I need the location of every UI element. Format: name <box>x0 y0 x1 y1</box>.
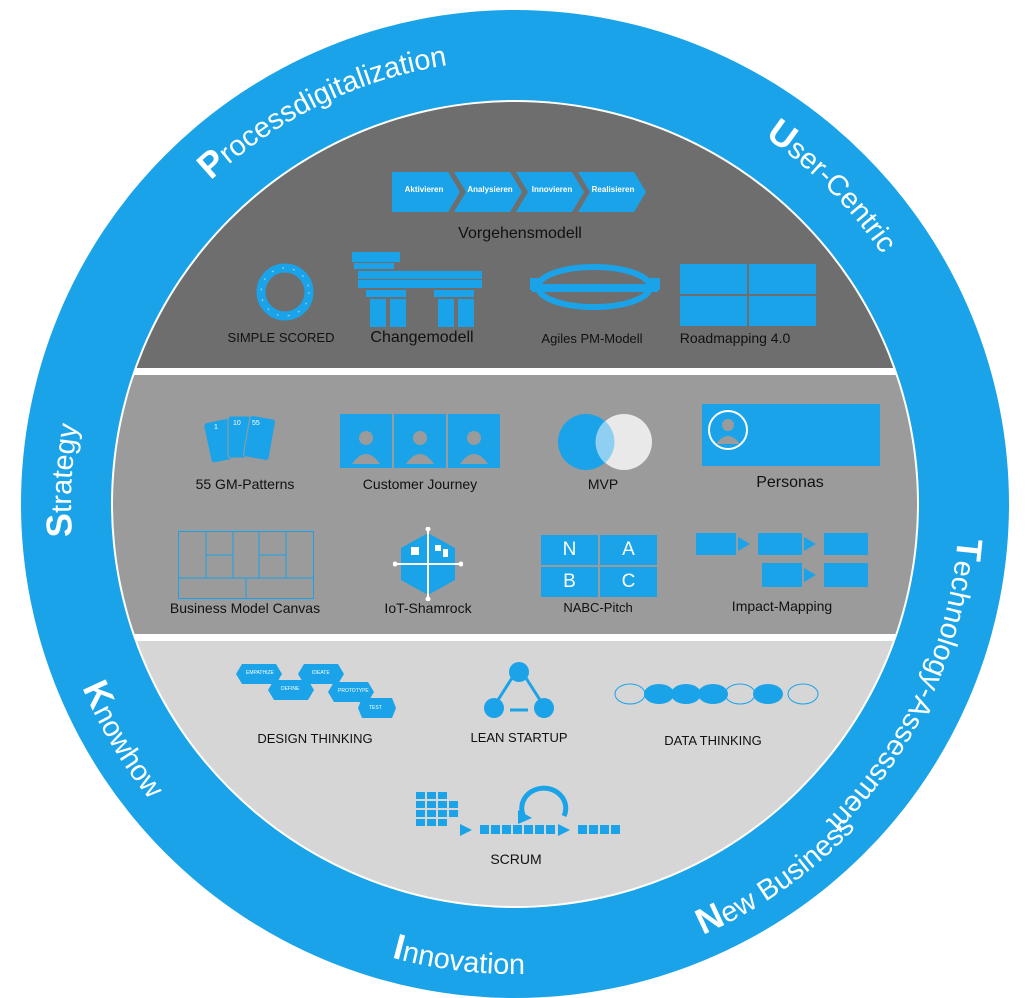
nabc-letter: A <box>622 539 635 560</box>
design-thinking-label: DESIGN THINKING <box>257 731 373 746</box>
gm-card-number: 1 <box>214 424 218 431</box>
data-thinking-label: DATA THINKING <box>664 733 762 748</box>
iot-shamrock-icon <box>393 527 463 601</box>
chevron-step <box>392 172 460 212</box>
lean-startup-icon <box>484 662 554 718</box>
bmc-label: Business Model Canvas <box>169 600 321 616</box>
nabc-letter: B <box>563 571 576 592</box>
vorgehensmodell-chevrons: Aktivieren Analysieren Innovieren Realis… <box>392 172 648 212</box>
chevron-label: Realisieren <box>591 185 635 194</box>
changemodell-label: Changemodell <box>370 329 474 346</box>
customer-journey-label: Customer Journey <box>362 476 478 492</box>
scrum-label: SCRUM <box>490 851 542 867</box>
nabc-label: NABC-Pitch <box>563 600 633 615</box>
agiles-pm-icon <box>530 264 660 310</box>
gm-card-number: 10 <box>233 420 241 427</box>
mvp-icon <box>558 414 652 470</box>
vorgehensmodell-label: Vorgehensmodell <box>458 225 582 242</box>
lean-startup-label: LEAN STARTUP <box>470 730 568 745</box>
chevron-label: Innovieren <box>531 185 573 194</box>
gm-card-number: 55 <box>252 420 260 427</box>
dt-hex-label: PROTOTYPE <box>338 688 369 694</box>
simple-scored-label: SIMPLE SCORED <box>227 330 335 345</box>
data-thinking-icon <box>614 683 819 705</box>
customer-journey-icon <box>340 414 500 468</box>
dt-hex-label: DEFINE <box>281 686 300 692</box>
dt-hex-label: IDEATE <box>312 670 330 676</box>
chevron-label: Aktivieren <box>404 185 444 194</box>
bmc-icon <box>178 531 314 599</box>
nabc-letter: C <box>621 571 636 592</box>
scrum-icon <box>416 785 620 836</box>
chevron-step <box>516 172 584 212</box>
dt-hex-label: EMPATHIZE <box>246 670 274 676</box>
roadmapping-label: Roadmapping 4.0 <box>679 330 791 346</box>
chevron-label: Analysieren <box>467 185 513 194</box>
impact-mapping-icon <box>696 533 868 587</box>
nabc-letter: N <box>562 539 577 560</box>
nabc-icon: N A B C <box>541 535 657 597</box>
simple-scored-icon <box>256 263 314 321</box>
gm-patterns-label: 55 GM-Patterns <box>195 476 295 492</box>
dt-hex-label: TEST <box>369 705 382 711</box>
chevron-step <box>454 172 522 212</box>
iot-shamrock-label: IoT-Shamrock <box>384 600 472 616</box>
gm-patterns-icon <box>204 414 276 463</box>
mvp-label: MVP <box>587 476 619 492</box>
agiles-pm-label: Agiles PM-Modell <box>541 331 643 346</box>
changemodell-icon <box>352 252 486 328</box>
chevron-step <box>578 172 646 212</box>
personas-label: Personas <box>756 474 824 491</box>
personas-icon <box>702 404 880 466</box>
design-thinking-icon <box>236 664 396 718</box>
roadmapping-icon <box>680 264 816 326</box>
impact-mapping-label: Impact-Mapping <box>731 598 833 614</box>
